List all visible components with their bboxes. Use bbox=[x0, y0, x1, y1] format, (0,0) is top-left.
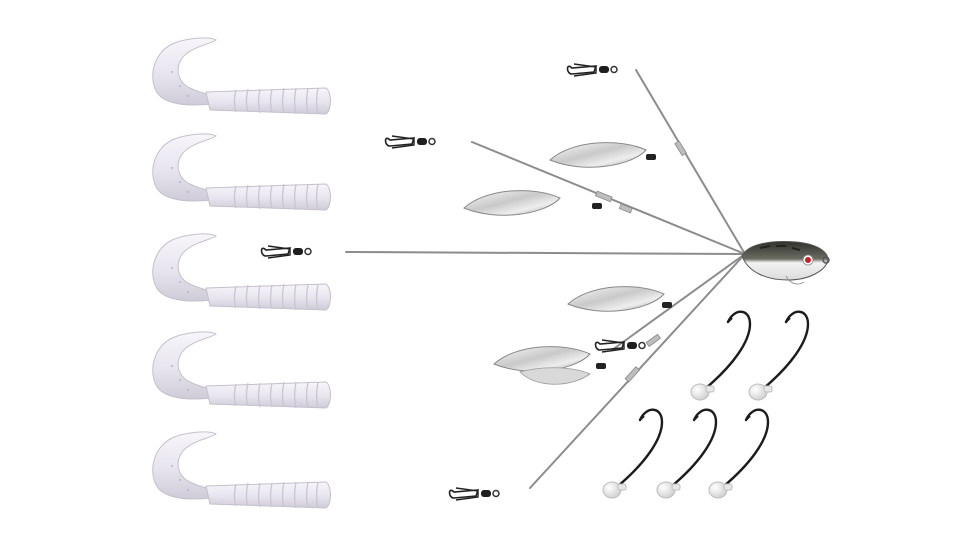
umbrella-rig-head-icon bbox=[741, 241, 830, 285]
wire-sleeves bbox=[594, 140, 687, 383]
blade-group bbox=[463, 142, 672, 385]
willow-blade-icon bbox=[519, 367, 591, 385]
